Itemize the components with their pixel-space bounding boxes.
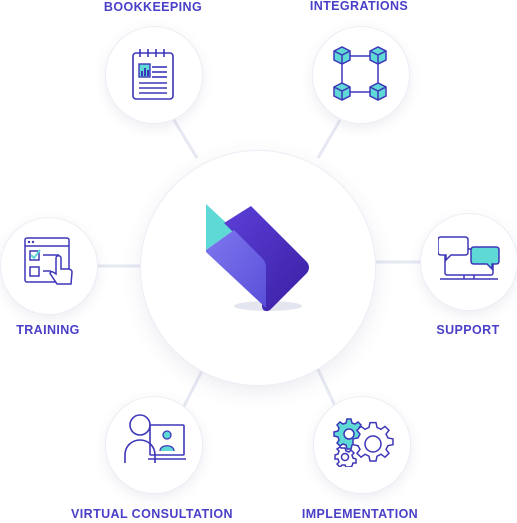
video-call-icon [124, 414, 186, 463]
touch-checklist-icon [24, 237, 73, 285]
label-bookkeeping: BOOKKEEPING [103, 0, 203, 14]
node-implementation[interactable] [314, 397, 410, 493]
label-virtual-consultation: VIRTUAL CONSULTATION [71, 507, 233, 521]
connector-implementation [314, 364, 338, 409]
gears-icon [333, 418, 394, 467]
label-implementation: IMPLEMENTATION [301, 507, 419, 521]
label-integrations: INTEGRATIONS [309, 0, 409, 13]
node-support[interactable] [421, 214, 517, 310]
connector-integrations [316, 119, 342, 159]
connector-consultation [181, 364, 207, 409]
connected-cubes-icon [333, 46, 387, 101]
center-circle [141, 151, 375, 385]
chat-monitor-icon [438, 236, 500, 280]
brand-logo [206, 204, 309, 312]
node-virtual-consultation[interactable] [106, 397, 202, 493]
node-training[interactable] [1, 218, 97, 314]
label-support: SUPPORT [436, 323, 500, 337]
ledger-document-icon [132, 49, 174, 100]
node-integrations[interactable] [313, 27, 409, 123]
node-bookkeeping[interactable] [106, 27, 202, 123]
connector-bookkeeping [172, 119, 199, 159]
label-training: TRAINING [16, 323, 80, 337]
